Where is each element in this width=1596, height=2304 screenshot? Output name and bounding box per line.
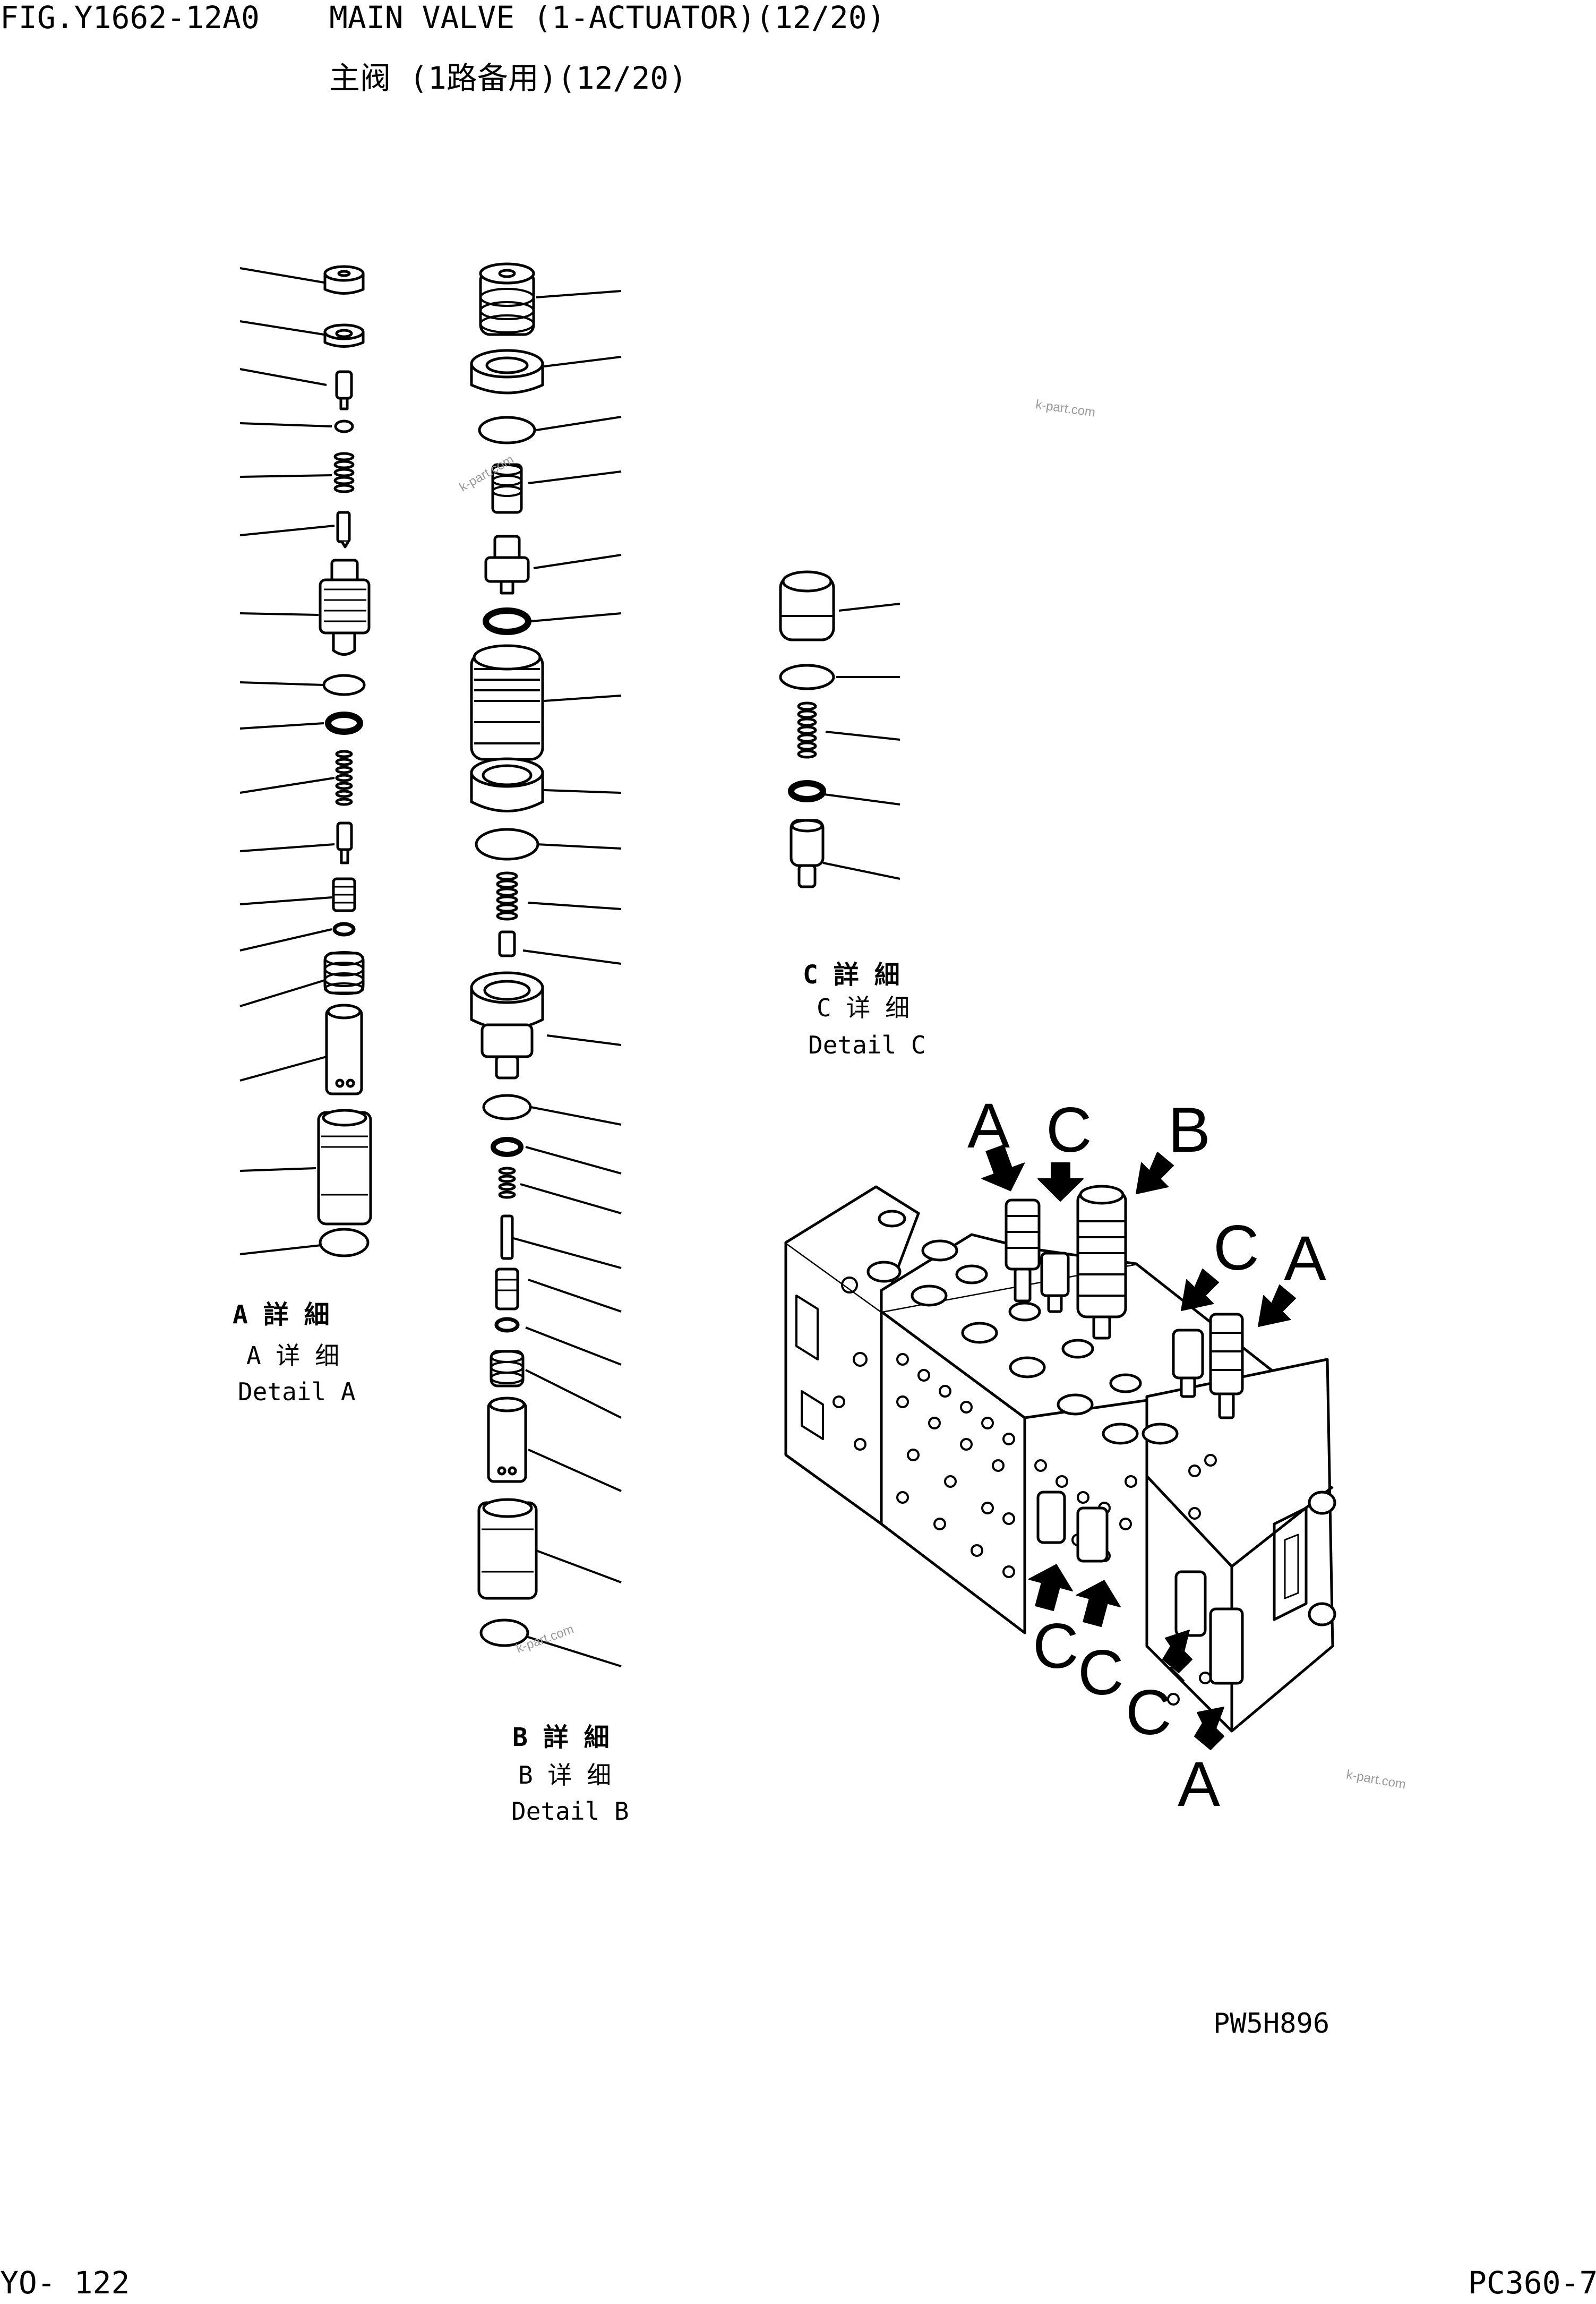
page-number: YO- 122 [0, 2265, 130, 2301]
figure-title-en: MAIN VALVE (1-ACTUATOR)(12/20) [329, 0, 886, 36]
figure-number: FIG.Y1662-12A0 [0, 0, 260, 36]
callout-letter-c-bottom-2: C [1078, 1637, 1124, 1708]
detail-a-caption-cn: A 详 细 [246, 1341, 340, 1370]
callout-letter-c-right: C [1213, 1212, 1259, 1283]
detail-b-exploded-parts [470, 262, 622, 1667]
callout-letter-c-bottom-3: C [1126, 1677, 1172, 1748]
detail-c-caption-jp: C 詳 細 [803, 960, 900, 990]
detail-c-caption-en: Detail C [808, 1031, 926, 1059]
figure-title-cn: 主阀 (1路备用)(12/20) [329, 60, 688, 96]
detail-a-caption-en: Detail A [238, 1377, 356, 1406]
detail-b-caption-cn: B 详 细 [518, 1761, 612, 1789]
detail-b-caption-en: Detail B [511, 1797, 629, 1826]
callout-letter-c-bottom-1: C [1033, 1611, 1079, 1682]
drawing-number: PW5H896 [1213, 2008, 1330, 2040]
detail-c-caption-cn: C 详 细 [817, 993, 910, 1022]
main-valve-assembly [784, 1144, 1336, 1750]
callout-letter-a-top: A [967, 1090, 1010, 1161]
callout-letter-c-top: C [1046, 1094, 1092, 1166]
callout-arrows [981, 1144, 1296, 1750]
callout-letter-b: B [1168, 1094, 1211, 1166]
machine-model: PC360-7 [1468, 2265, 1596, 2301]
detail-a-caption-jp: A 詳 細 [233, 1300, 330, 1330]
callout-letter-a-bottom: A [1178, 1749, 1221, 1820]
detail-c-exploded-parts [779, 570, 900, 888]
detail-a-exploded-parts [239, 265, 372, 1257]
mounted-valves [1005, 1185, 1244, 1685]
callout-letter-a-right: A [1284, 1223, 1327, 1294]
detail-b-caption-jp: B 詳 細 [512, 1723, 610, 1752]
